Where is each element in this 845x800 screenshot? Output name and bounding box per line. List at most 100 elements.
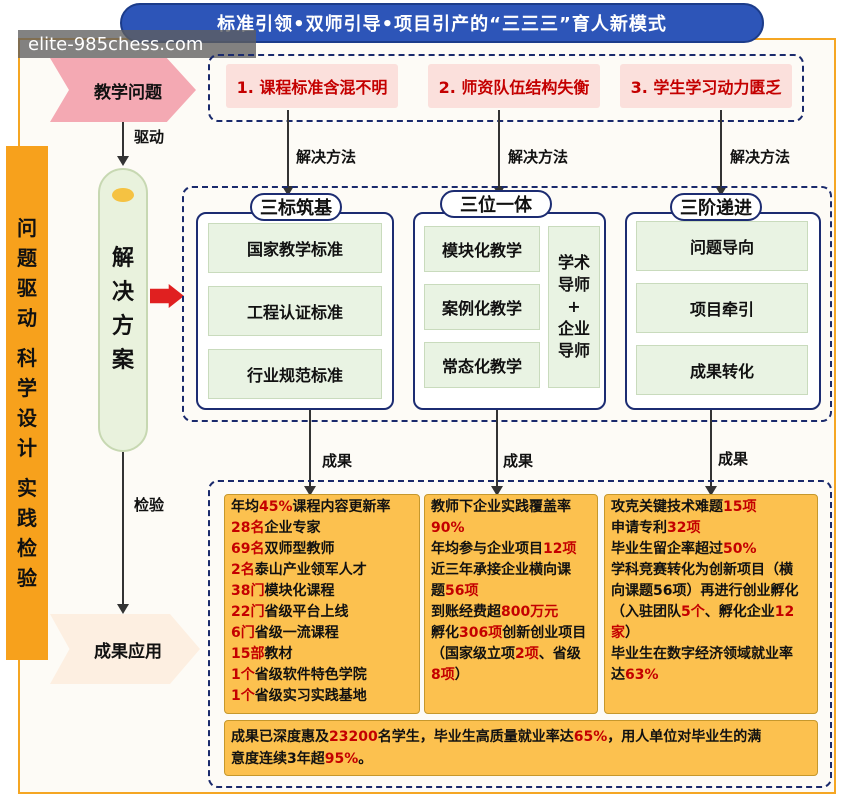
result-line: 到账经费超800万元 — [431, 602, 591, 623]
result-line: 6门省级一流课程 — [231, 623, 413, 644]
edge-label-method-2: 解决方法 — [508, 148, 569, 166]
result-text: ） — [625, 625, 639, 641]
result-text: 。 — [358, 751, 373, 767]
left-sidebar-char: 检 — [17, 536, 37, 560]
result-text: 毕业生留企率超过 — [611, 541, 723, 557]
result-line: 申请专利32项 — [611, 518, 811, 539]
result-line: 意度连续3年超95%。 — [231, 748, 811, 770]
highlight-value: 2项 — [515, 646, 539, 662]
result-text: ） — [454, 667, 469, 683]
result-text: 创新创业项目 — [502, 625, 587, 641]
stage-application-label: 成果应用 — [94, 641, 162, 662]
highlight-value: 306项 — [459, 625, 503, 641]
left-sidebar-char: 科 — [17, 346, 37, 370]
solution-2-item-2: 案例化教学 — [424, 284, 540, 330]
highlight-value: 15部 — [231, 646, 265, 662]
edge-label-drive: 驱动 — [134, 128, 165, 146]
result-text: 、孵化企业 — [704, 604, 775, 620]
result-summary: 成果已深度惠及23200名学生，毕业生高质量就业率达65%，用人单位对毕业生的满… — [224, 720, 818, 776]
left-sidebar-char: 驱 — [17, 276, 37, 300]
result-text: 企业专家 — [264, 520, 321, 536]
highlight-value: 95% — [324, 751, 359, 767]
result-column-3: 攻克关键技术难题15项申请专利32项毕业生留企率超过50%学科竞赛转化为创新项目… — [604, 494, 818, 714]
edge-label-check: 检验 — [134, 496, 165, 514]
stage-application: 成果应用 — [50, 614, 200, 684]
left-sidebar-char — [17, 333, 37, 343]
highlight-value: 8项 — [431, 667, 455, 683]
result-line: （入驻团队5个、孵化企业12 — [611, 602, 811, 623]
result-text: 年均参与企业项目 — [431, 541, 543, 557]
result-text: 向课题56项）再进行创业孵化 — [611, 583, 799, 599]
result-text: 省级实习实践基地 — [254, 688, 367, 704]
result-text: ，用人单位对毕业生的满 — [607, 729, 762, 745]
left-sidebar: 问题驱动科学设计实践检验 — [6, 146, 48, 660]
result-line: 向课题56项）再进行创业孵化 — [611, 581, 811, 602]
stage-teaching-problem: 教学问题 — [50, 58, 196, 122]
result-text: 泰山产业领军人才 — [254, 562, 367, 578]
result-text: 毕业生在数字经济领域就业率 — [611, 646, 793, 662]
result-text: 攻克关键技术难题 — [611, 499, 723, 515]
solution-3-item-2: 项目牵引 — [636, 283, 808, 333]
highlight-value: 38门 — [231, 583, 265, 599]
solution-1-item-2: 工程认证标准 — [208, 286, 382, 336]
result-text: 到账经费超 — [431, 604, 501, 620]
result-line: 1个省级软件特色学院 — [231, 665, 413, 686]
result-text: 省级平台上线 — [264, 604, 349, 620]
solution-title-3: 三阶递进 — [670, 193, 762, 221]
problem-1: 1. 课程标准含混不明 — [226, 64, 398, 108]
left-sidebar-char: 动 — [17, 306, 37, 330]
highlight-value: 5个 — [681, 604, 705, 620]
highlight-value: 23200 — [329, 729, 378, 745]
result-text: 题 — [431, 583, 445, 599]
solutions-container — [182, 186, 832, 422]
result-text: 模块化课程 — [264, 583, 335, 599]
side-line-4: 企业 — [557, 319, 590, 338]
result-line: 90% — [431, 518, 591, 539]
result-text: 达 — [611, 667, 625, 683]
result-line: 家） — [611, 623, 811, 644]
result-line: 毕业生在数字经济领域就业率 — [611, 644, 811, 665]
result-line: 22门省级平台上线 — [231, 602, 413, 623]
result-line: 孵化306项创新创业项目 — [431, 623, 591, 644]
solution-2-item-3: 常态化教学 — [424, 342, 540, 388]
result-line: 69名双师型教师 — [231, 539, 413, 560]
result-text: （入驻团队 — [611, 604, 681, 620]
left-sidebar-char: 验 — [17, 566, 37, 590]
arrow-down-icon — [117, 156, 129, 166]
result-text: 双师型教师 — [264, 541, 335, 557]
arrow-down-icon — [117, 604, 129, 614]
edge-label-method-1: 解决方法 — [296, 148, 357, 166]
flow-line-check — [122, 452, 124, 608]
left-sidebar-char: 设 — [17, 406, 37, 430]
result-text: 、省级 — [538, 646, 581, 662]
left-sidebar-char: 实 — [17, 476, 37, 500]
watermark: elite-985chess.com — [18, 30, 256, 58]
highlight-value: 28名 — [231, 520, 265, 536]
side-line-5: 导师 — [557, 341, 590, 360]
stage-solution-char: 解 — [111, 246, 134, 271]
result-line: 年均45%课程内容更新率 — [231, 497, 413, 518]
highlight-value: 800万元 — [501, 604, 559, 620]
highlight-value: 1个 — [231, 688, 255, 704]
solution-3-item-1: 问题导向 — [636, 221, 808, 271]
result-text: 年均 — [231, 499, 259, 515]
left-sidebar-char: 学 — [17, 376, 37, 400]
highlight-value: 12项 — [543, 541, 577, 557]
solution-2-side: 学术 导师 + 企业 导师 — [548, 226, 600, 388]
solution-3-item-3: 成果转化 — [636, 345, 808, 395]
stage-solution-label: 解决方案 — [112, 242, 134, 378]
arrow-down-icon — [282, 186, 294, 196]
highlight-value: 1个 — [231, 667, 255, 683]
highlight-value: 45% — [259, 499, 293, 515]
result-line: 近三年承接企业横向课 — [431, 560, 591, 581]
result-text: 名学生，毕业生高质量就业率达 — [377, 729, 574, 745]
pill-dot-icon — [112, 188, 134, 202]
stage-teaching-problem-label: 教学问题 — [94, 82, 162, 103]
result-line: 毕业生留企率超过50% — [611, 539, 811, 560]
result-line: 8项） — [431, 665, 591, 686]
highlight-value: 32项 — [667, 520, 701, 536]
result-text: 学科竞赛转化为创新项目（横 — [611, 562, 793, 578]
result-line: 28名企业专家 — [231, 518, 413, 539]
result-text: 成果已深度惠及 — [231, 729, 329, 745]
